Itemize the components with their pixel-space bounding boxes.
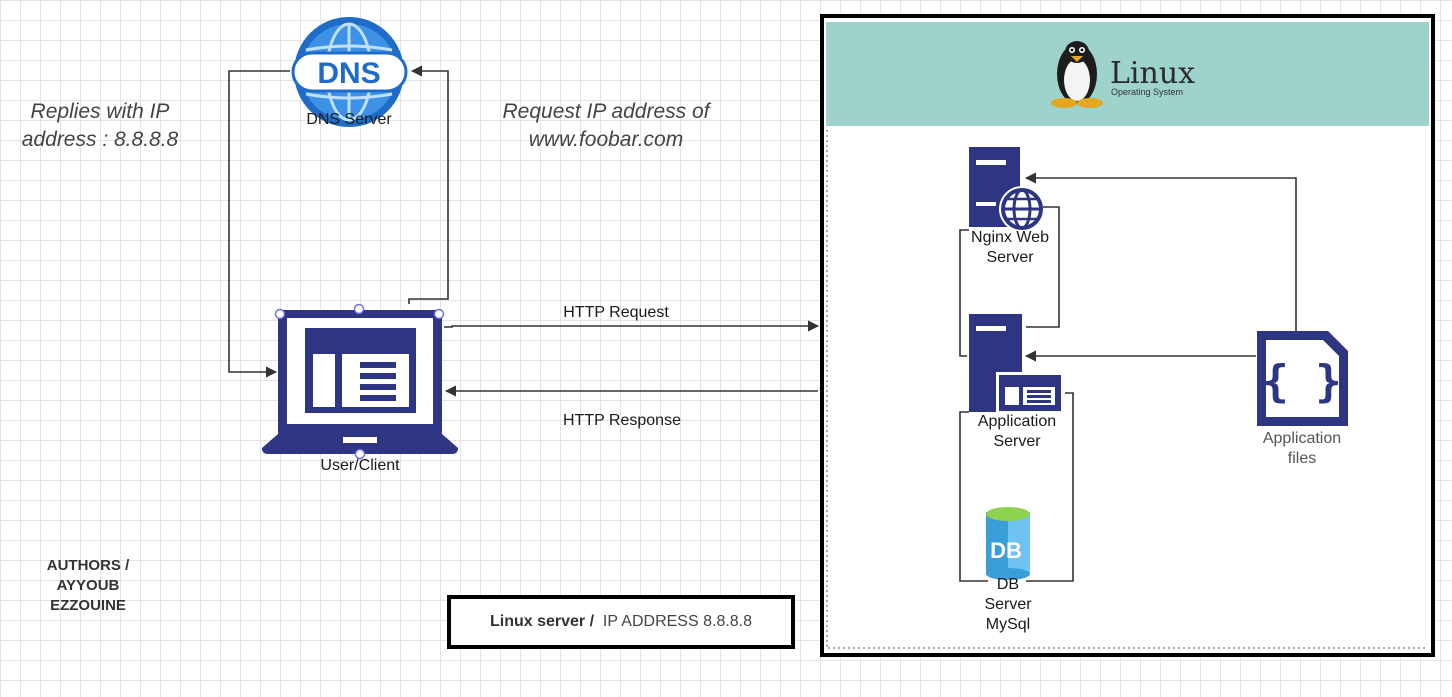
dns-request-arrow: [408, 65, 449, 304]
app-files-glyph: { }: [1262, 356, 1341, 407]
db-left-link: [959, 411, 988, 582]
files-to-nginx-arrow: [1024, 172, 1297, 331]
linux-server-frame: [820, 14, 1435, 657]
dns-globe-icon: DNS: [291, 17, 408, 127]
application-server-icon: [969, 314, 1064, 414]
tux-penguin-icon: [1051, 41, 1103, 108]
app-server-to-db-link: [1026, 392, 1074, 582]
dns-reply-arrow: [228, 70, 290, 378]
dns-server-label: DNS Server: [306, 111, 392, 128]
http-request-arrow: [444, 320, 820, 332]
server-ip-box: Linux server / IP ADDRESS 8.8.8.8: [447, 595, 795, 649]
nginx-app-left-link: [959, 229, 969, 357]
http-request-label: HTTP Request: [563, 304, 669, 321]
laptop-icon[interactable]: [262, 303, 458, 460]
db-cylinder-icon: DB: [986, 507, 1030, 580]
nginx-to-app-server-link: [1026, 206, 1060, 328]
server-box-title: Linux server /: [489, 613, 595, 630]
dns-badge-text: DNS: [317, 57, 380, 90]
client-label: User/Client: [320, 457, 400, 474]
nginx-server-icon: [969, 147, 1045, 232]
http-response-label: HTTP Response: [563, 412, 681, 429]
server-box-ip: IP ADDRESS 8.8.8.8: [602, 613, 753, 630]
application-files-icon: { }: [1257, 331, 1348, 426]
linux-header: [826, 22, 1429, 126]
db-badge-text: DB: [990, 538, 1022, 563]
linux-subtitle: Operating System: [1111, 87, 1184, 97]
linux-brand: Linux: [1110, 56, 1196, 91]
